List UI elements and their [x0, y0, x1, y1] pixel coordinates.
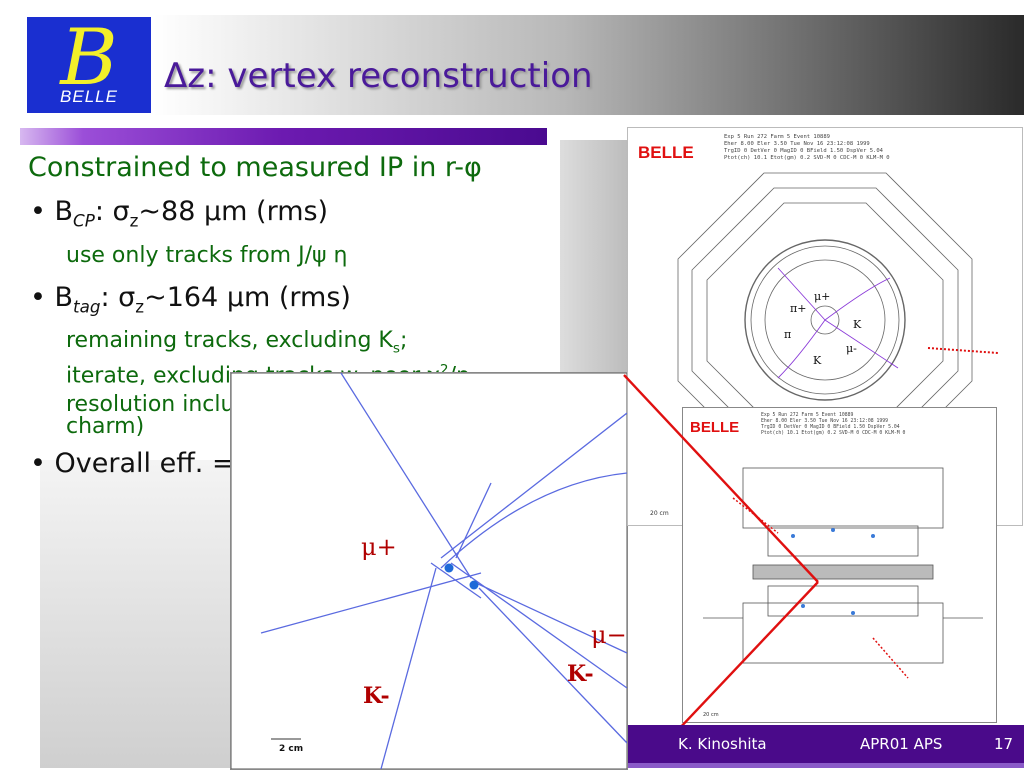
rz-upper-barrel: [767, 525, 919, 557]
rphi-detector: [677, 172, 973, 468]
chi2-superscript: 2: [439, 362, 449, 378]
rphi-ring: [764, 259, 886, 381]
track-line: [440, 412, 627, 559]
rz-info-2: Eher 8.00 Eler 3.50 Tue Nov 16 23:12:08 …: [761, 418, 888, 424]
footer-event: APR01 APS: [860, 735, 943, 753]
track-line: [430, 562, 482, 599]
track-line: [455, 482, 492, 559]
rphi-tracks: [777, 267, 899, 379]
logo-letter: B: [60, 13, 118, 103]
rphi-ring: [750, 245, 900, 395]
scale-label: 2 cm: [279, 744, 303, 754]
hit: [801, 604, 805, 608]
mid-gray-block: [560, 140, 630, 380]
rphi-ring: [744, 239, 906, 401]
slide-title: Δz: vertex reconstruction: [164, 56, 593, 96]
mu-minus-label: μ−: [591, 621, 627, 649]
rz-hits: [791, 528, 875, 615]
rphi-info-1: Exp 5 Run 272 Farm 5 Event 10889: [724, 134, 830, 140]
logo-name: BELLE: [60, 87, 118, 106]
track: [777, 319, 826, 379]
vertex-zoom-display: μ+ μ− K- K- 2 cm: [230, 372, 628, 770]
rz-lower-block: [742, 602, 944, 664]
hit: [831, 528, 835, 532]
btag-subscript: tag: [73, 296, 101, 317]
hit: [871, 534, 875, 538]
track-line: [475, 582, 627, 654]
hit: [791, 534, 795, 538]
track-line: [380, 567, 437, 769]
footer-page-number: 17: [994, 735, 1014, 753]
rz-muon-hits-2: [872, 637, 909, 679]
rz-info-1: Exp 5 Run 272 Farm 5 Event 10889: [761, 412, 854, 418]
bullet-remaining-tracks: remaining tracks, excluding Ks;: [66, 328, 407, 356]
btag-sigma-sub: z: [135, 296, 145, 317]
track-line: [478, 587, 627, 744]
rphi-pi-plus: π+: [790, 302, 806, 315]
bcp-value: ~88 μm (rms): [138, 196, 329, 227]
bcp-prefix: • B: [30, 196, 74, 227]
track: [824, 277, 891, 321]
rphi-mu-plus: μ+: [814, 290, 830, 303]
footer-author: K. Kinoshita: [678, 735, 767, 753]
title-underline-bar: [20, 128, 547, 145]
header-gradient: [0, 15, 1024, 115]
track-line: [450, 562, 627, 689]
rz-lower-barrel: [767, 585, 919, 617]
rphi-scale: 20 cm: [650, 510, 669, 517]
resolution-line2: charm): [66, 414, 145, 439]
k-minus-label-2: K-: [363, 683, 390, 709]
hit: [851, 611, 855, 615]
bcp-sigma: : σ: [94, 196, 130, 227]
rphi-info-2: Eher 8.00 Eler 3.50 Tue Nov 16 23:12:08 …: [724, 141, 870, 147]
vertex-btag: [469, 580, 479, 590]
rphi-k: K: [853, 318, 862, 331]
remaining-text: remaining tracks, excluding K: [66, 328, 393, 353]
rz-upper-block: [742, 467, 944, 529]
rphi-k2: K: [813, 354, 822, 367]
remaining-end: ;: [399, 328, 408, 353]
rz-info-3: TrgID 0 DetVer 0 MagID 0 BField 1.50 Dsp…: [761, 424, 900, 430]
bullet-jpsi-tracks: use only tracks from J/ψ η: [66, 243, 348, 268]
track-line: [340, 373, 472, 579]
rz-brand: BELLE: [690, 419, 739, 436]
footer-bottom-strip: [628, 763, 1024, 768]
rphi-brand: BELLE: [638, 143, 694, 162]
mu-plus-label: μ+: [361, 533, 397, 561]
rphi-info-3: TrgID 0 DetVer 0 MagID 0 BField 1.50 Dsp…: [724, 148, 884, 154]
track: [777, 267, 826, 321]
track-line: [260, 572, 482, 634]
rphi-pi: π: [784, 328, 791, 341]
bullet-ip-constraint: Constrained to measured IP in r-φ: [28, 152, 482, 183]
rphi-ring: [810, 305, 840, 335]
left-gray-block: [40, 460, 230, 768]
connector-line-top: [623, 374, 819, 583]
rz-scale: 20 cm: [703, 712, 719, 718]
btag-sigma: : σ: [100, 282, 136, 313]
belle-logo: B BELLE: [27, 13, 151, 113]
k-minus-label: K-: [567, 661, 594, 687]
rz-beampipe: [752, 564, 934, 580]
rz-detector: [703, 467, 983, 664]
rphi-info-4: Ptot(ch) 10.1 Etot(gm) 0.2 SVD-M 0 CDC-M…: [724, 155, 890, 161]
bcp-sigma-sub: z: [129, 210, 139, 231]
btag-value: ~164 μm (rms): [144, 282, 351, 313]
vertex-bcp: [444, 563, 454, 573]
rphi-mu-minus: μ-: [846, 342, 857, 355]
bullet-btag: • Btag: σz~164 μm (rms): [30, 282, 351, 316]
track-curve: [440, 472, 627, 569]
track: [824, 319, 899, 369]
rz-info-4: Ptot(ch) 10.1 Etot(gm) 0.2 SVD-M 0 CDC-M…: [761, 430, 906, 436]
btag-prefix: • B: [30, 282, 74, 313]
bcp-subscript: CP: [73, 210, 95, 231]
bullet-bcp: • BCP: σz~88 μm (rms): [30, 196, 328, 230]
vertex-tracks: [260, 373, 627, 769]
footer-bar: K. Kinoshita APR01 APS 17: [628, 725, 1024, 763]
vertex-frame: [231, 373, 627, 769]
ks-subscript: s: [392, 340, 400, 357]
